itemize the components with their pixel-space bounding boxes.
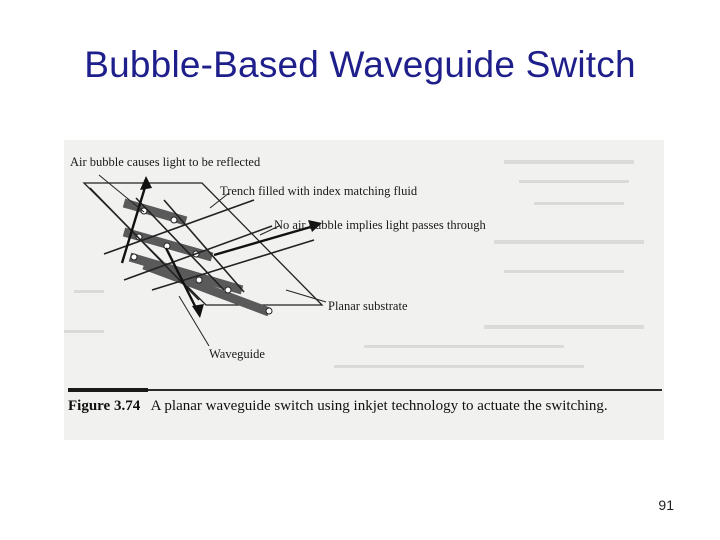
label-trench: Trench filled with index matching fluid: [220, 184, 418, 198]
light-paths: [120, 183, 315, 311]
figure-scan: Air bubble causes light to be reflected …: [64, 140, 664, 440]
waveguide-switch-diagram: Air bubble causes light to be reflected …: [64, 155, 644, 368]
slide-title: Bubble-Based Waveguide Switch: [84, 44, 636, 85]
scan-noise: [64, 160, 644, 368]
label-waveguide: Waveguide: [209, 347, 265, 361]
label-air-bubble: Air bubble causes light to be reflected: [70, 155, 261, 169]
bubbles: [130, 207, 273, 315]
arrowheads: [140, 176, 322, 318]
caption-rule-accent: [68, 388, 148, 392]
label-planar-substrate: Planar substrate: [328, 299, 408, 313]
label-no-air-bubble: No air bubble implies light passes throu…: [274, 218, 487, 232]
caption-rule: [68, 389, 662, 391]
waveguides: [89, 187, 315, 301]
caption-text: A planar waveguide switch using inkjet t…: [150, 398, 608, 414]
page-number: 91: [658, 497, 674, 513]
leader-lines: [98, 174, 327, 347]
caption-label: Figure 3.74: [68, 398, 141, 414]
figure-caption: Figure 3.74 A planar waveguide switch us…: [68, 397, 662, 416]
